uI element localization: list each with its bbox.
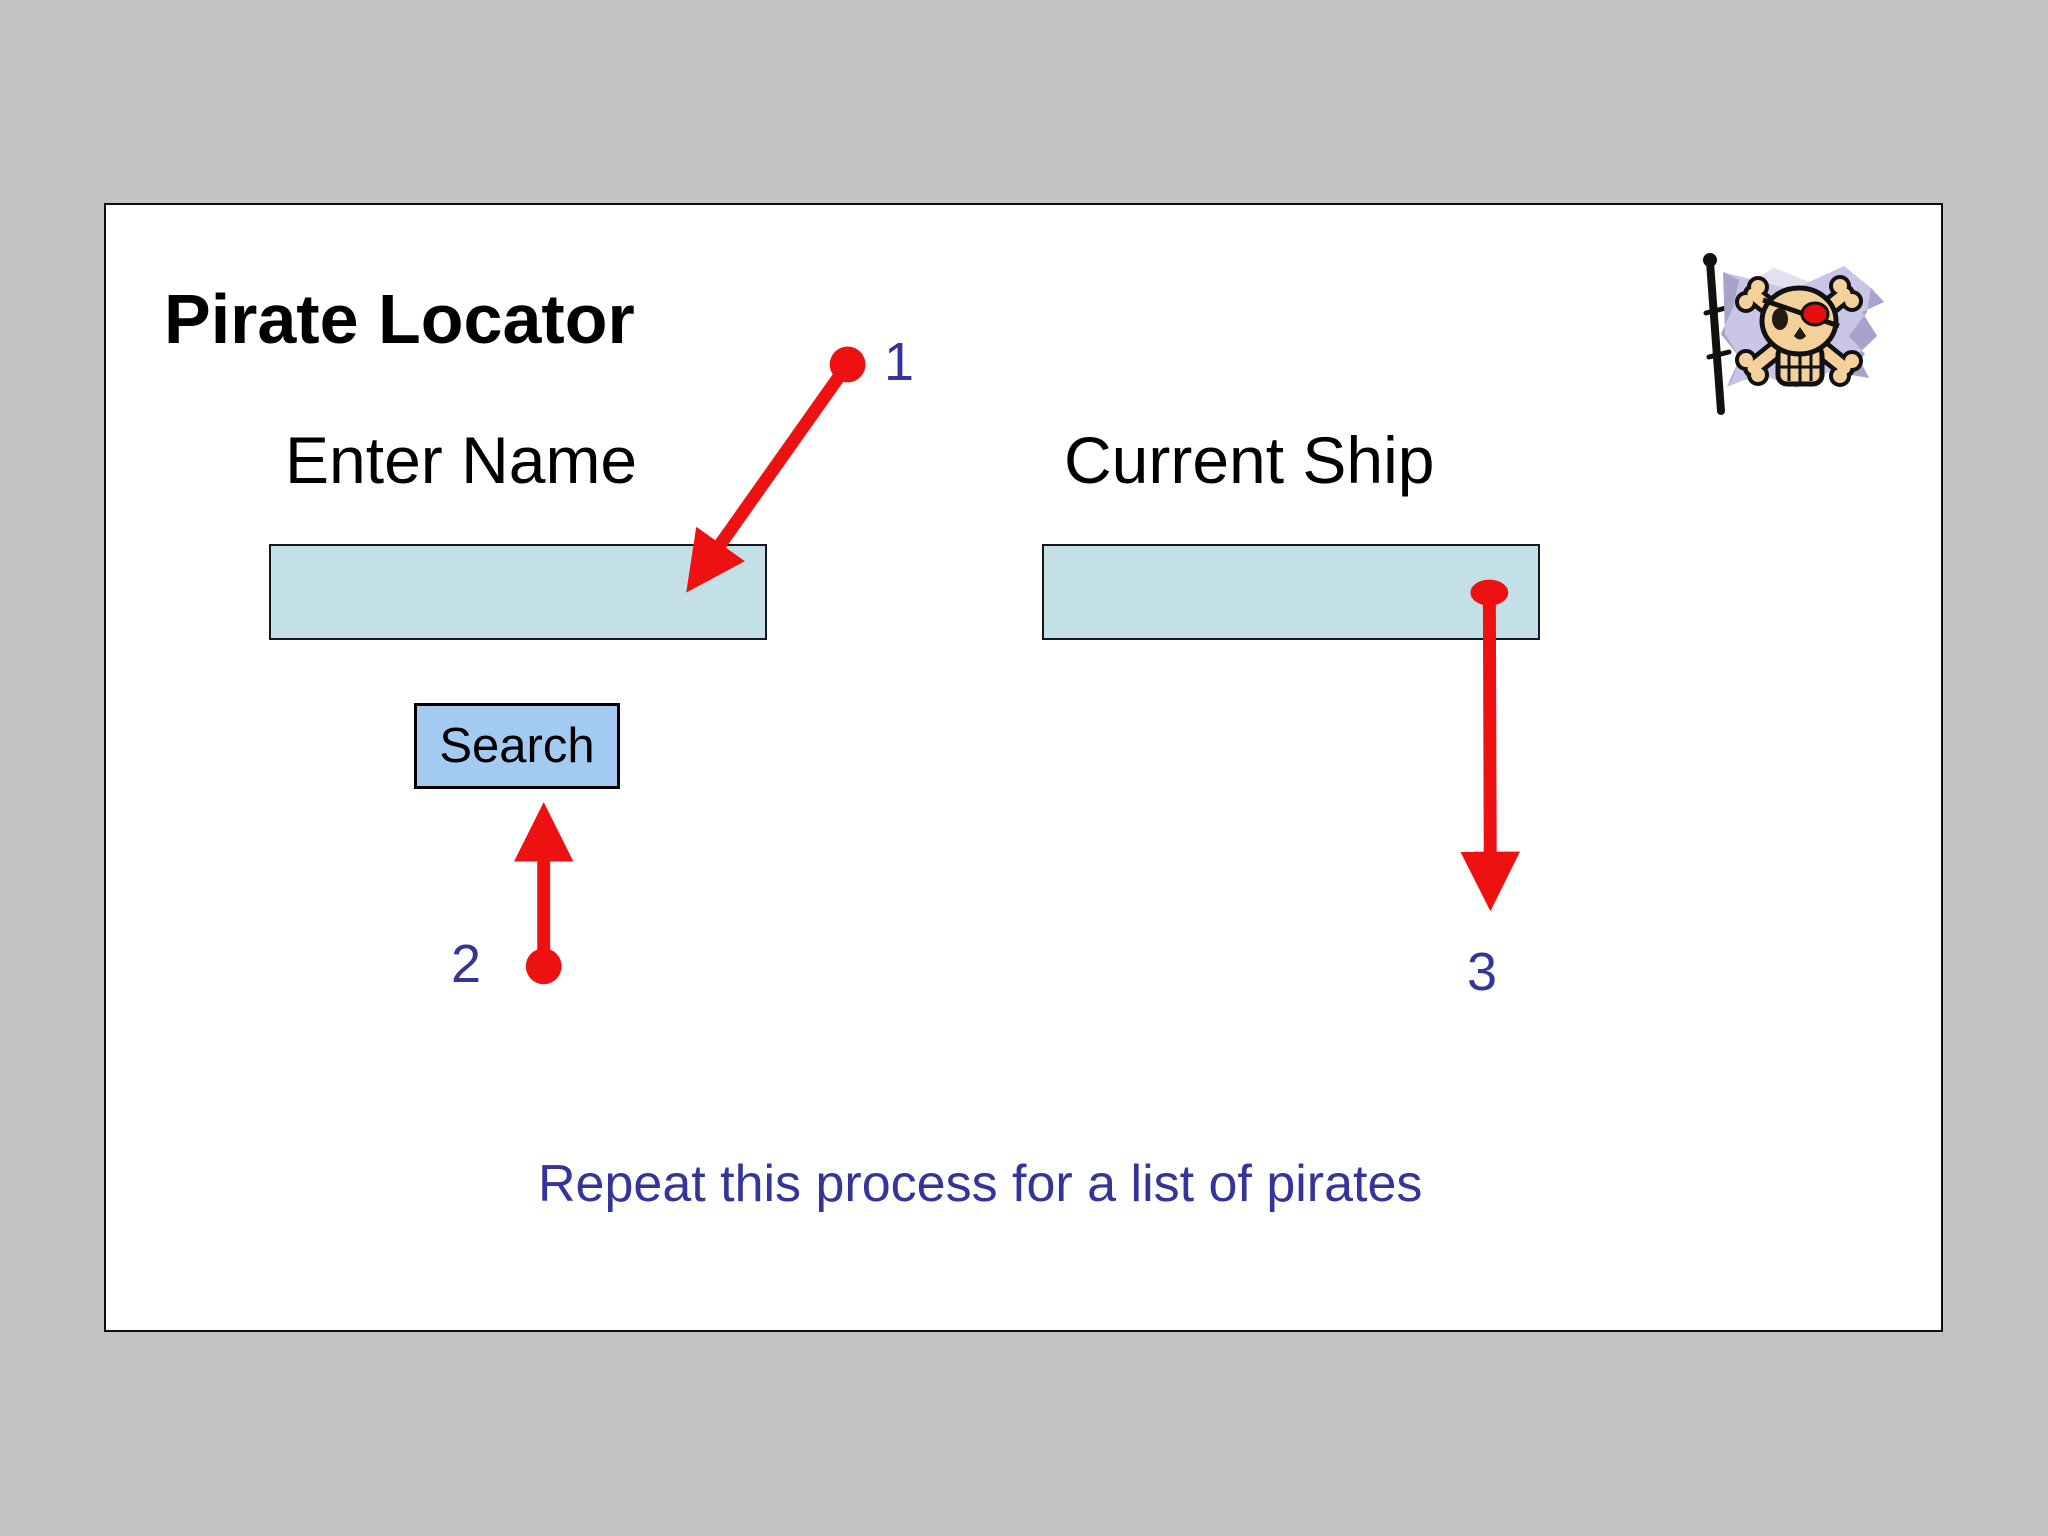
pirate-flag-icon [1703,253,1884,415]
step-number-3: 3 [1467,942,1498,1002]
step-number-2: 2 [451,934,482,994]
search-button[interactable]: Search [414,703,620,789]
footer-note: Repeat this process for a list of pirate… [538,1155,1423,1213]
name-label: Enter Name [285,423,638,497]
arrow-step-1 [686,346,866,593]
page-title: Pirate Locator [164,280,635,358]
name-input[interactable] [269,544,767,640]
ship-input[interactable] [1042,544,1540,640]
ship-label: Current Ship [1064,423,1435,497]
arrow-step-2 [513,802,574,985]
skull-icon [1759,285,1840,387]
pirate-locator-slide: Pirate Locator [104,203,1943,1332]
step-number-1: 1 [884,332,915,392]
